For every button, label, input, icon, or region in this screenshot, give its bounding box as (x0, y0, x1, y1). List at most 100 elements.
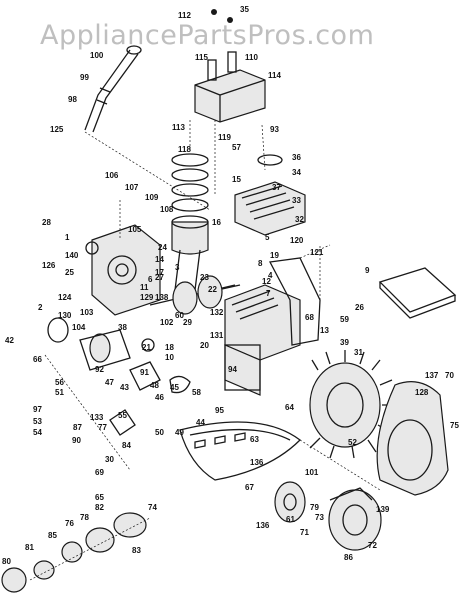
callout-112: 112 (178, 11, 191, 20)
callout-20: 10 (165, 353, 174, 362)
muffler (194, 9, 266, 123)
callout-96: 101 (305, 468, 319, 477)
callout-22: 11 (140, 283, 149, 292)
callout-8: 7 (266, 289, 271, 298)
callout-44: 94 (228, 365, 237, 374)
callout-72: 71 (300, 528, 309, 537)
callout-11: 23 (200, 273, 209, 282)
callout-80: 83 (132, 546, 141, 555)
callout-124: 25 (65, 268, 74, 277)
callout-129: 22 (208, 285, 217, 294)
callout-110: 110 (245, 53, 258, 62)
callout-32: 32 (295, 215, 304, 224)
callout-131: 42 (5, 336, 14, 345)
callout-5: 5 (265, 233, 270, 242)
callout-93: 93 (270, 125, 279, 134)
callout-133: 70 (445, 371, 454, 380)
callout-82: 76 (65, 519, 74, 528)
callout-39: 20 (200, 341, 209, 350)
callout-17: 14 (155, 255, 164, 264)
callout-14: 24 (158, 243, 167, 252)
callout-4: 19 (270, 251, 279, 260)
callout-107: 107 (125, 183, 139, 192)
gasket-set (378, 267, 457, 319)
cylinder-block (224, 284, 301, 396)
crankcase-cover (85, 224, 161, 316)
callout-27: 129 (140, 293, 154, 302)
callout-120: 120 (290, 236, 304, 245)
callout-9: 8 (258, 259, 263, 268)
callout-3: 27 (155, 273, 164, 282)
callout-97: 44 (196, 418, 205, 427)
callout-58: 46 (155, 393, 164, 402)
piston (171, 215, 209, 291)
callout-113: 113 (172, 123, 185, 132)
callout-87: 77 (98, 423, 107, 432)
callout-71: 61 (286, 515, 295, 524)
callout-19: 18 (165, 343, 174, 352)
callout-125: 125 (50, 125, 64, 134)
mount-bracket (268, 244, 331, 346)
callout-114: 114 (268, 71, 281, 80)
callout-132: 128 (415, 388, 429, 397)
callout-28: 28 (42, 218, 51, 227)
callout-54: 53 (33, 417, 42, 426)
callout-70: 52 (348, 438, 357, 447)
callout-53: 97 (33, 405, 42, 414)
callout-46: 43 (120, 383, 129, 392)
callout-12: 60 (175, 311, 184, 320)
callout-136: 69 (95, 468, 104, 477)
callout-139: 86 (344, 553, 353, 562)
callout-84: 50 (155, 428, 164, 437)
pto-shaft-assembly (1, 512, 151, 593)
callout-81: 78 (80, 513, 89, 522)
callout-126: 140 (65, 251, 79, 260)
callout-140: 9 (365, 266, 370, 275)
callout-108: 108 (160, 205, 174, 214)
callout-57: 57 (232, 143, 241, 152)
callout-33: 33 (292, 196, 301, 205)
callout-56: 66 (33, 355, 42, 364)
callout-136b: 65 (95, 493, 104, 502)
callout-91: 51 (55, 388, 64, 397)
watermark-text: AppliancePartsPros.com (40, 20, 374, 51)
callout-78: 74 (148, 503, 157, 512)
callout-31: 39 (340, 338, 349, 347)
starter-cup (274, 481, 306, 523)
callout-10: 102 (160, 318, 174, 327)
callout-86: 80 (2, 557, 11, 566)
callout-94: 95 (215, 406, 224, 415)
callout-65: 67 (245, 483, 254, 492)
carburetor (47, 317, 131, 371)
callout-21: 38 (118, 323, 127, 332)
callout-104: 130 (58, 311, 72, 320)
callout-2: 3 (175, 263, 180, 272)
callout-61: 136 (256, 521, 270, 530)
callout-85: 81 (25, 543, 34, 552)
callout-119: 119 (218, 133, 231, 142)
callout-101: 132 (210, 308, 224, 317)
callout-37: 37 (272, 183, 281, 192)
callout-36: 36 (292, 153, 301, 162)
callout-66: 137 (425, 371, 439, 380)
callout-43: 45 (170, 383, 179, 392)
callout-83: 85 (48, 531, 57, 540)
callout-34: 34 (292, 168, 301, 177)
callout-25: 126 (42, 261, 56, 270)
callout-115: 115 (195, 53, 208, 62)
callout-92: 56 (55, 378, 64, 387)
callout-55: 54 (33, 428, 42, 437)
callout-51: 92 (95, 365, 104, 374)
callout-103: 104 (72, 323, 86, 332)
callout-102: 21 (142, 343, 151, 352)
callout-137: 31 (354, 348, 363, 357)
callout-50: 55 (118, 411, 127, 420)
callout-6: 12 (262, 277, 271, 286)
callout-130: 2 (38, 303, 43, 312)
callout-26: 103 (80, 308, 94, 317)
callout-23: 124 (58, 293, 72, 302)
callout-77: 90 (72, 436, 81, 445)
callout-106: 106 (105, 171, 119, 180)
callout-98: 98 (68, 95, 77, 104)
